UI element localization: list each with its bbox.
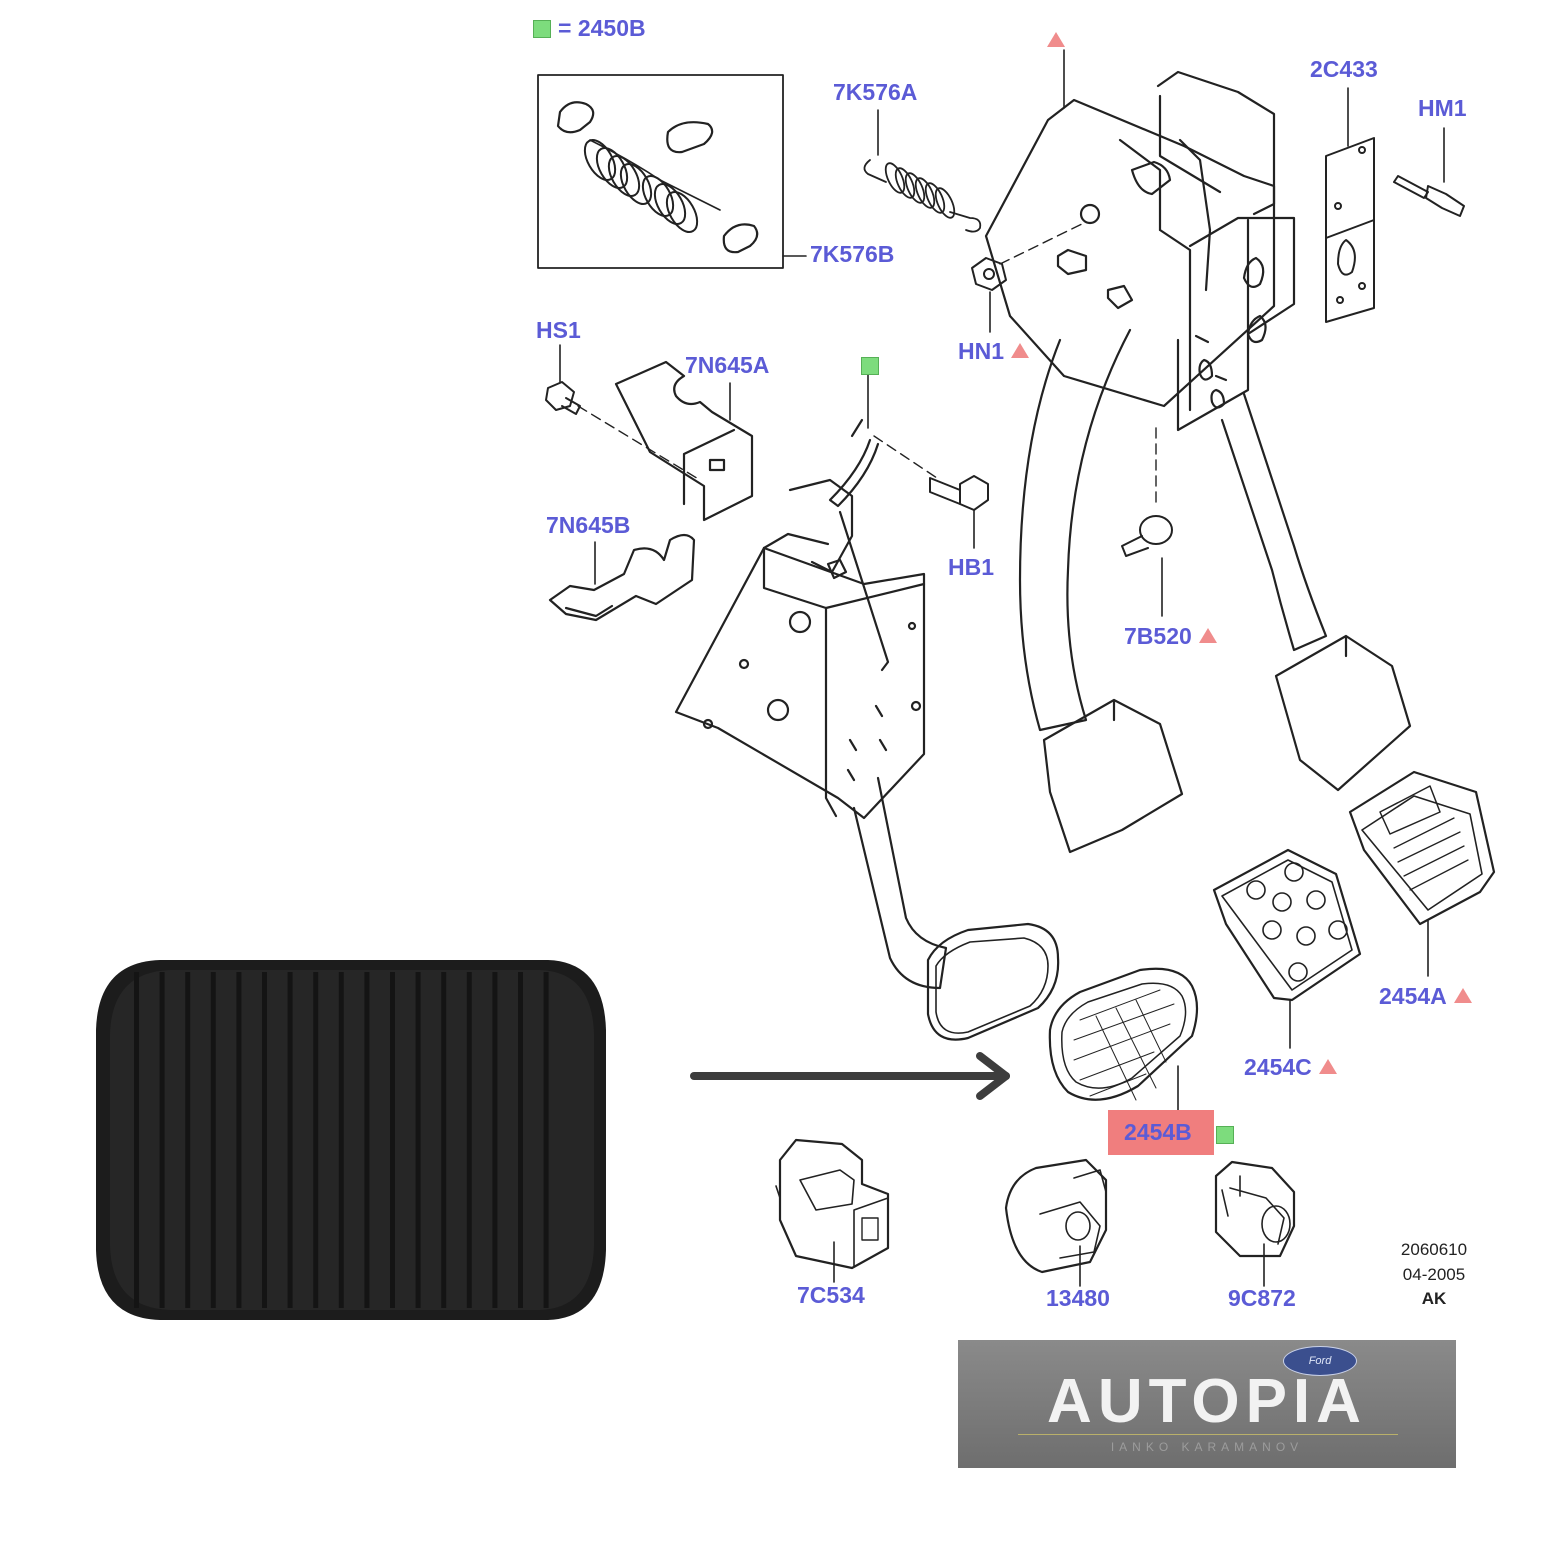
left-pedal-pad-outline bbox=[926, 922, 1060, 1041]
left-pedal-bracket bbox=[674, 418, 926, 820]
label-hm1: HM1 bbox=[1418, 95, 1467, 121]
pad-rib-groove bbox=[313, 972, 319, 1308]
hs1-bolt bbox=[545, 381, 581, 415]
new-part-triangle-icon bbox=[1318, 1059, 1337, 1074]
pad-rib-groove bbox=[338, 972, 344, 1308]
stop-pin-7b520 bbox=[1121, 515, 1173, 557]
stamp-date: 04-2005 bbox=[1402, 1264, 1466, 1284]
legend-swatch bbox=[533, 20, 551, 38]
label-7n645a: 7N645A bbox=[685, 352, 770, 378]
new-part-triangle-icon bbox=[1453, 988, 1472, 1003]
callout-green-square-2454b bbox=[1216, 1126, 1234, 1144]
stamp-number: 2060610 bbox=[1400, 1240, 1468, 1259]
legend-label: = 2450B bbox=[558, 15, 646, 41]
pad-rib-groove bbox=[492, 972, 498, 1308]
pad-rib-groove bbox=[236, 972, 242, 1308]
label-7b520: 7B520 bbox=[1124, 625, 1217, 648]
plate-2c433 bbox=[1325, 137, 1375, 323]
label-2454c: 2454C bbox=[1244, 1056, 1337, 1079]
label-7n645b: 7N645B bbox=[546, 512, 631, 538]
ford-badge-icon: Ford bbox=[1283, 1346, 1357, 1376]
pad-rib-groove bbox=[210, 972, 216, 1308]
pad-rib-groove bbox=[415, 972, 421, 1308]
label-2454a: 2454A bbox=[1379, 985, 1472, 1008]
new-part-triangle-icon bbox=[1198, 628, 1217, 643]
pad-2454b bbox=[1048, 967, 1199, 1101]
label-7c534: 7C534 bbox=[797, 1282, 865, 1308]
pad-rib-groove bbox=[364, 972, 370, 1308]
spring-kit-parts bbox=[556, 101, 759, 254]
logo-rule bbox=[1018, 1434, 1398, 1435]
label-hb1: HB1 bbox=[948, 554, 995, 580]
highlight-2454b: 2454B bbox=[1108, 1110, 1214, 1155]
label-7k576a: 7K576A bbox=[833, 79, 918, 105]
spring-7k576a bbox=[863, 159, 982, 233]
spring-kit-box bbox=[537, 74, 784, 269]
label-7k576b: 7K576B bbox=[810, 241, 895, 267]
bracket-7n645a bbox=[614, 360, 754, 522]
hm1-rivet bbox=[1393, 175, 1465, 217]
label-13480: 13480 bbox=[1046, 1285, 1110, 1311]
label-2454b: 2454B bbox=[1124, 1119, 1192, 1145]
right-pedal-arm bbox=[1220, 392, 1328, 652]
pedal-pad-photo bbox=[96, 960, 606, 1320]
right-pedal-pad bbox=[1274, 634, 1412, 792]
drawing-stamp: 2060610 04-2005 AK bbox=[1394, 1238, 1474, 1312]
top-triangle-icon bbox=[1047, 32, 1065, 47]
pad-rib-groove bbox=[518, 972, 523, 1308]
hn1-nut bbox=[971, 257, 1007, 291]
pad-rib-groove bbox=[262, 972, 267, 1308]
pad-rib-groove bbox=[134, 972, 139, 1308]
main-pedal-box bbox=[984, 70, 1296, 432]
switch-7c534 bbox=[775, 1138, 890, 1270]
new-part-triangle-icon bbox=[1011, 343, 1030, 358]
pad-rib-groove bbox=[441, 972, 447, 1308]
switch-13480 bbox=[1004, 1158, 1108, 1274]
brake-pedal-arm bbox=[1018, 328, 1132, 732]
callout-green-square bbox=[861, 357, 879, 375]
label-hs1: HS1 bbox=[536, 317, 581, 343]
pad-2454a bbox=[1348, 770, 1496, 926]
pad-rib-groove bbox=[390, 972, 395, 1308]
pad-rib-groove bbox=[159, 972, 165, 1308]
logo-text: AUTOPIA bbox=[1047, 1367, 1367, 1436]
pad-2454c bbox=[1212, 848, 1362, 1002]
label-9c872: 9C872 bbox=[1228, 1285, 1296, 1311]
bracket-7n645b bbox=[548, 533, 696, 622]
pointer-arrow bbox=[690, 1052, 1010, 1100]
pad-rib-groove bbox=[466, 972, 472, 1308]
pad-rib-groove bbox=[287, 972, 293, 1308]
switch-9c872 bbox=[1214, 1160, 1296, 1258]
autopia-logo: Ford AUTOPIA IANKO KARAMANOV bbox=[958, 1340, 1456, 1468]
left-pedal-arm bbox=[852, 776, 948, 990]
hb1-bolt bbox=[929, 475, 989, 511]
label-hn1: HN1 bbox=[958, 340, 1030, 363]
label-2c433: 2C433 bbox=[1310, 56, 1378, 82]
brake-pedal-pad bbox=[1042, 698, 1184, 854]
logo-subtitle: IANKO KARAMANOV bbox=[1110, 1440, 1304, 1454]
pad-rib-groove bbox=[185, 972, 191, 1308]
stamp-code: AK bbox=[1421, 1289, 1447, 1309]
pad-rib-groove bbox=[543, 972, 549, 1308]
